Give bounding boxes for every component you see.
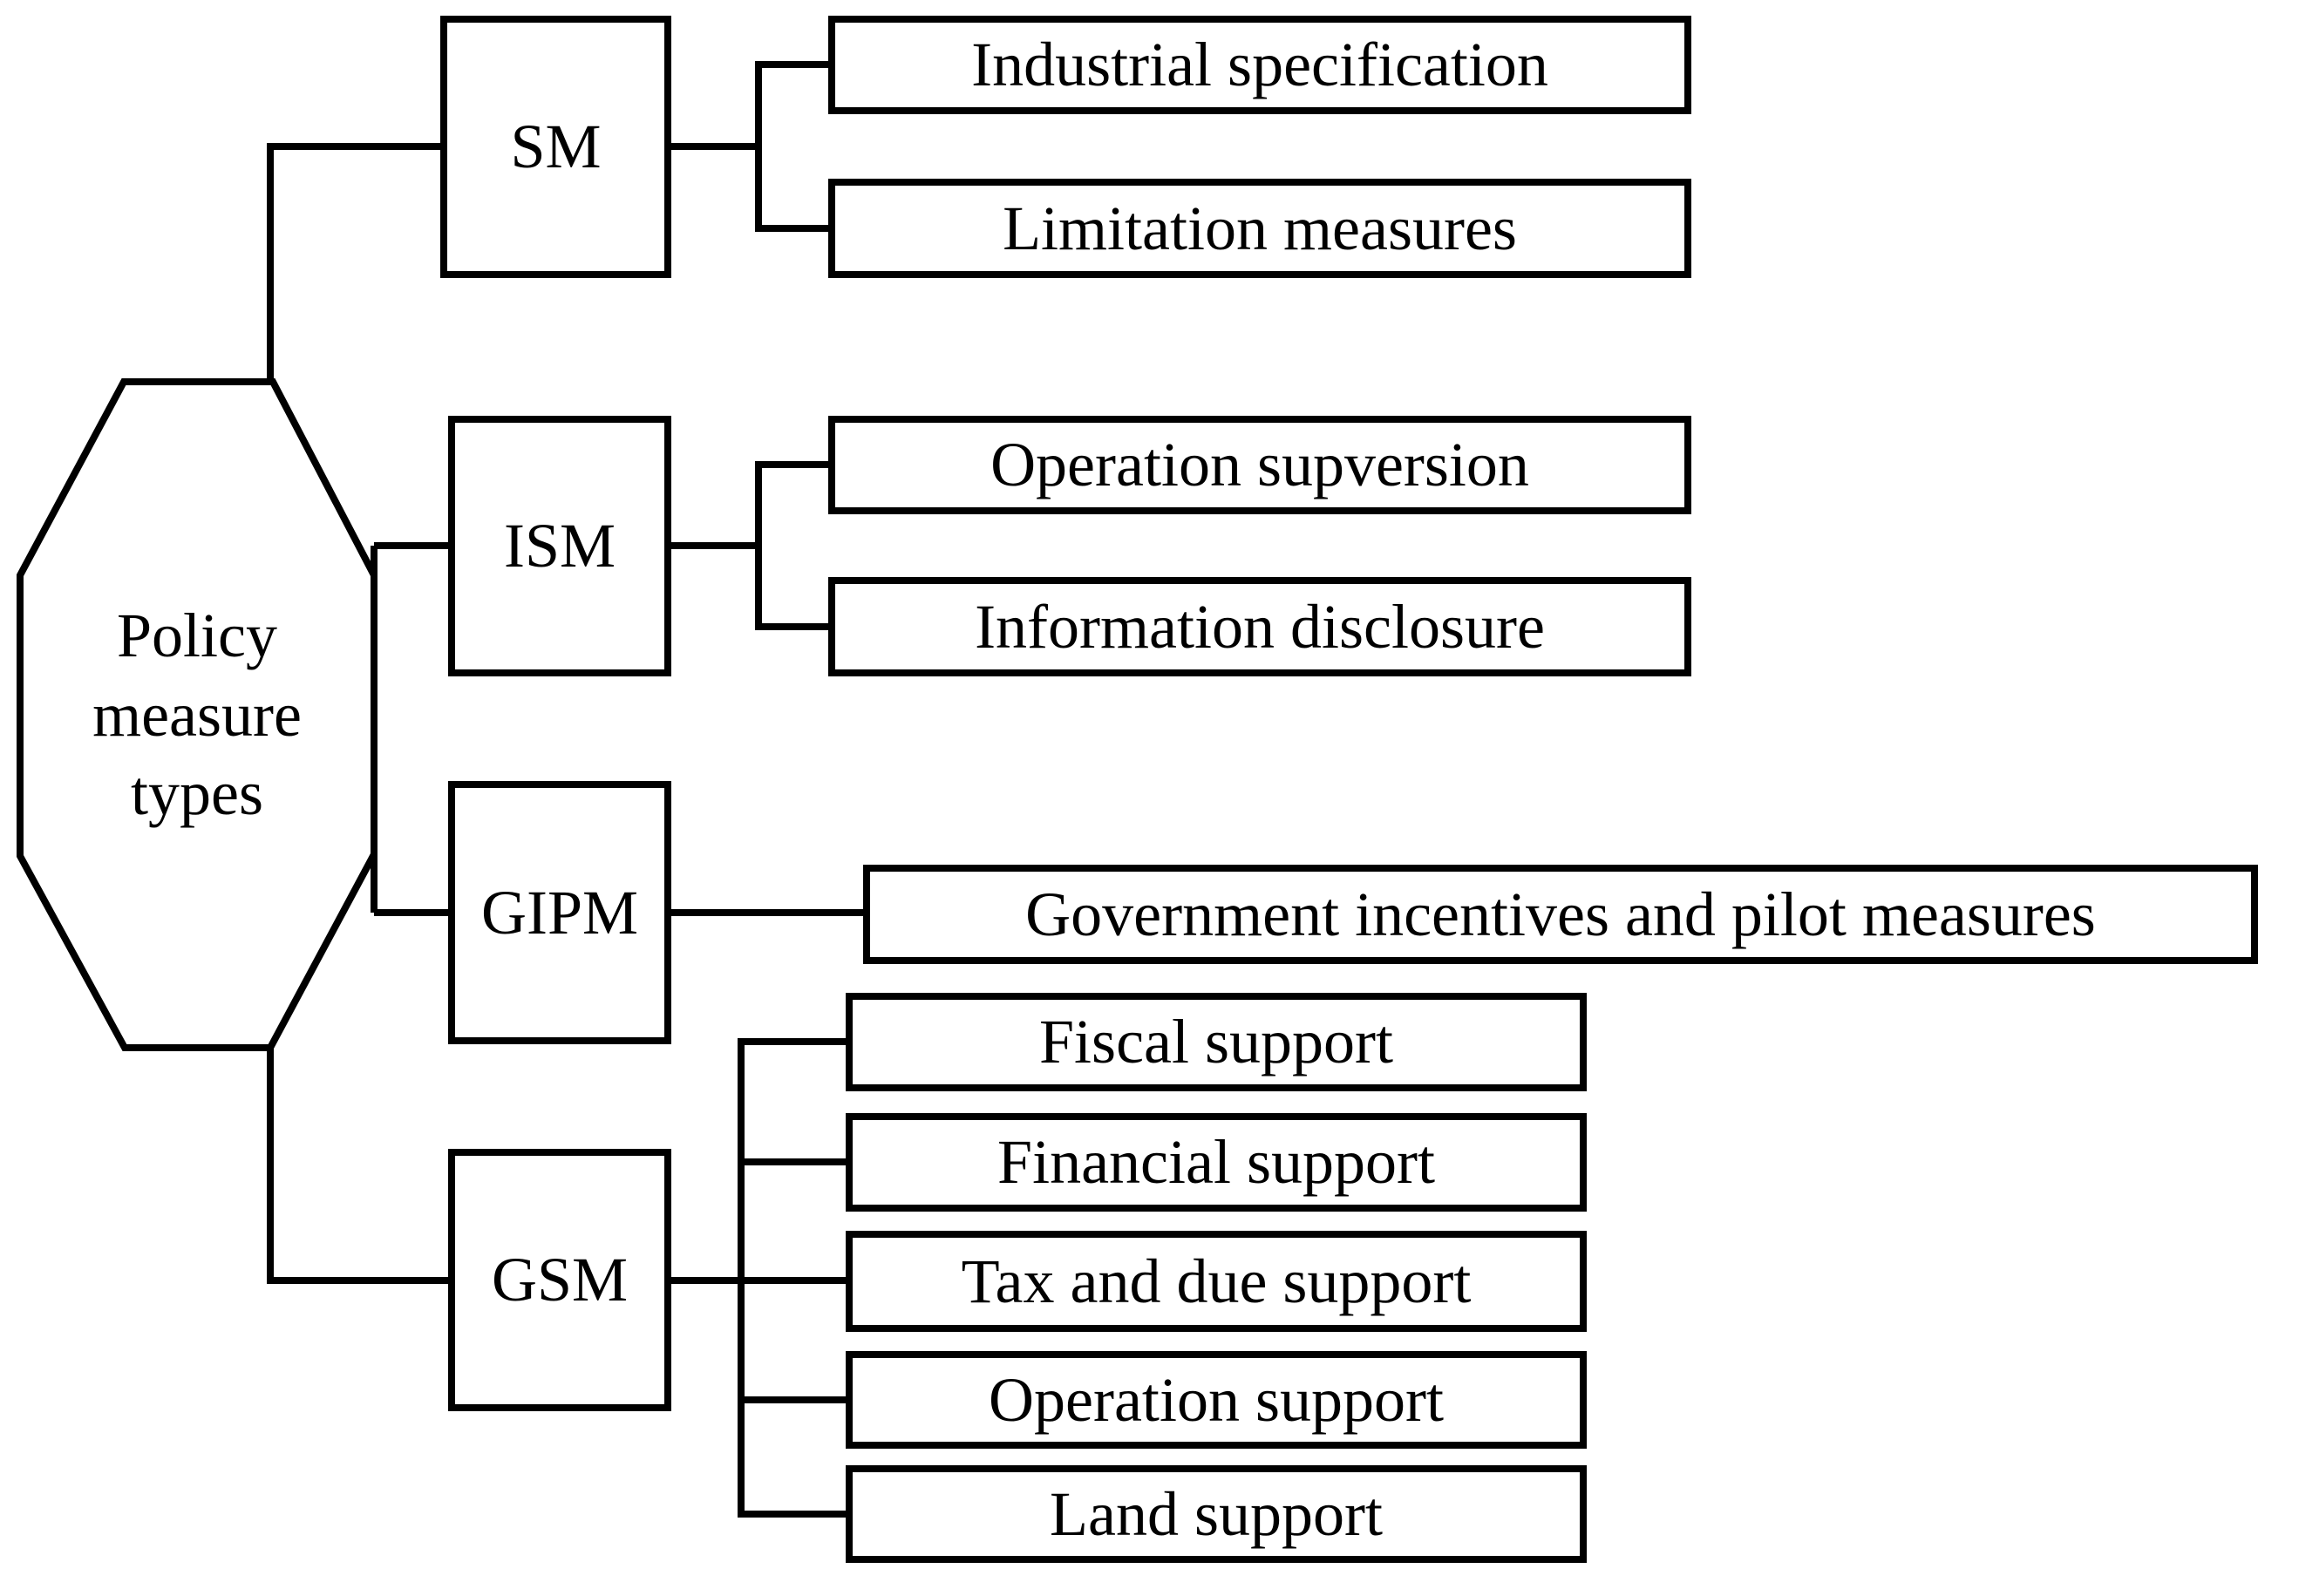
leaf-node-label: Fiscal support xyxy=(1039,1007,1393,1077)
root-node-label: Policy measure types xyxy=(92,600,302,829)
leaf-node-label: Industrial specification xyxy=(971,30,1548,100)
leaf-node-operation-support: Operation support xyxy=(846,1351,1587,1449)
leaf-node-tax-and-due-support: Tax and due support xyxy=(846,1231,1587,1332)
leaf-node-label: Information disclosure xyxy=(975,591,1545,662)
leaf-node-fiscal-support: Fiscal support xyxy=(846,993,1587,1091)
branch-node-gipm: GIPM xyxy=(448,781,671,1044)
leaf-node-label: Operation support xyxy=(989,1364,1444,1435)
branch-node-ism: ISM xyxy=(448,416,671,676)
branch-node-label: GIPM xyxy=(480,877,639,947)
root-node-policy-measure-types: Policy measure types xyxy=(20,382,374,1048)
leaf-node-label: Limitation measures xyxy=(1003,193,1517,263)
connector-root-gsm xyxy=(267,1046,448,1284)
leaf-node-operation-supversion: Operation supversion xyxy=(828,416,1691,514)
branch-node-gsm: GSM xyxy=(448,1149,671,1411)
leaf-node-label: Government incentives and pilot measures xyxy=(1025,879,2096,949)
leaf-node-financial-support: Financial support xyxy=(846,1113,1587,1212)
branch-node-label: ISM xyxy=(503,511,616,581)
branch-node-label: SM xyxy=(510,112,602,182)
leaf-node-information-disclosure: Information disclosure xyxy=(828,577,1691,676)
leaf-node-industrial-specification: Industrial specification xyxy=(828,16,1691,114)
connector-gsm-leaves xyxy=(671,1038,846,1518)
leaf-node-land-support: Land support xyxy=(846,1465,1587,1563)
connector-root-sm xyxy=(267,143,440,384)
leaf-node-government-incentives-and-pilot-measures: Government incentives and pilot measures xyxy=(863,865,2258,964)
leaf-node-label: Land support xyxy=(1050,1478,1383,1549)
leaf-node-label: Financial support xyxy=(997,1127,1435,1198)
leaf-node-label: Tax and due support xyxy=(961,1246,1472,1316)
connector-ism-leaves xyxy=(671,461,828,630)
branch-node-sm: SM xyxy=(440,16,671,278)
branch-node-label: GSM xyxy=(491,1245,629,1315)
leaf-node-label: Operation supversion xyxy=(990,430,1529,500)
leaf-node-limitation-measures: Limitation measures xyxy=(828,179,1691,278)
connector-sm-leaves xyxy=(671,61,828,232)
